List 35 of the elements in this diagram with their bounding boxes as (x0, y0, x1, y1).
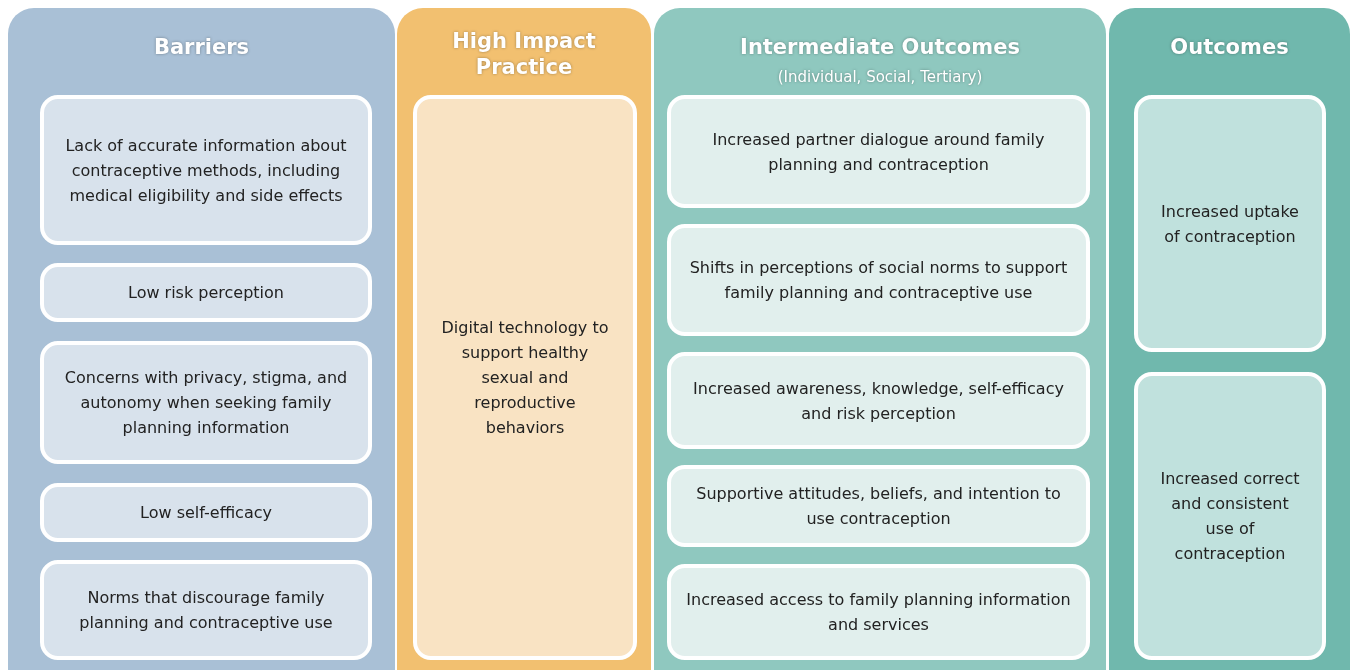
box-text: Digital technology to support healthy sexual and reproductive behaviors (440, 317, 610, 439)
column-heading: Outcomes (1169, 34, 1290, 60)
text-box (667, 564, 1090, 660)
text-box (413, 95, 637, 660)
box-text: Increased partner dialogue around family planning and contraception (711, 128, 1046, 176)
text-box (667, 95, 1090, 208)
text-box (667, 224, 1090, 336)
text-box (1134, 95, 1326, 352)
box-text: Increased correct and consistent use of contraception (1159, 468, 1301, 565)
box-text: Low risk perception (127, 282, 285, 304)
text-box (667, 465, 1090, 547)
column-heading: Barriers (152, 34, 251, 60)
box-text: Shifts in perceptions of social norms to support family planning and contraceptive use (688, 257, 1069, 304)
column-panel (397, 8, 651, 670)
box-text: Increased awareness, knowledge, self-efficacy and risk perception (692, 377, 1065, 425)
box-text: Low self-efficacy (139, 502, 273, 524)
column-panel (654, 8, 1106, 670)
text-box (40, 560, 372, 660)
column-panel (1109, 8, 1350, 670)
text-box (40, 341, 372, 464)
text-box (1134, 372, 1326, 660)
text-box (667, 352, 1090, 449)
column-heading: Intermediate Outcomes (739, 34, 1021, 60)
column-subheading: (Individual, Social, Tertiary) (776, 68, 984, 86)
text-box (40, 95, 372, 245)
box-text: Concerns with privacy, stigma, and autonomy when seeking family planning information (63, 367, 349, 439)
box-text: Increased access to family planning information and services (685, 589, 1072, 636)
box-text: Supportive attitudes, beliefs, and intention to use contraception (695, 483, 1062, 530)
column-heading: High Impact Practice (451, 28, 597, 80)
box-text: Increased uptake of contraception (1160, 200, 1300, 248)
column-panel (8, 8, 395, 670)
box-text: Lack of accurate information about contraceptive methods, including medical eligibility and side effects (64, 134, 348, 207)
text-box (40, 483, 372, 542)
text-box (40, 263, 372, 322)
box-text: Norms that discourage family planning and contraceptive use (78, 587, 334, 634)
